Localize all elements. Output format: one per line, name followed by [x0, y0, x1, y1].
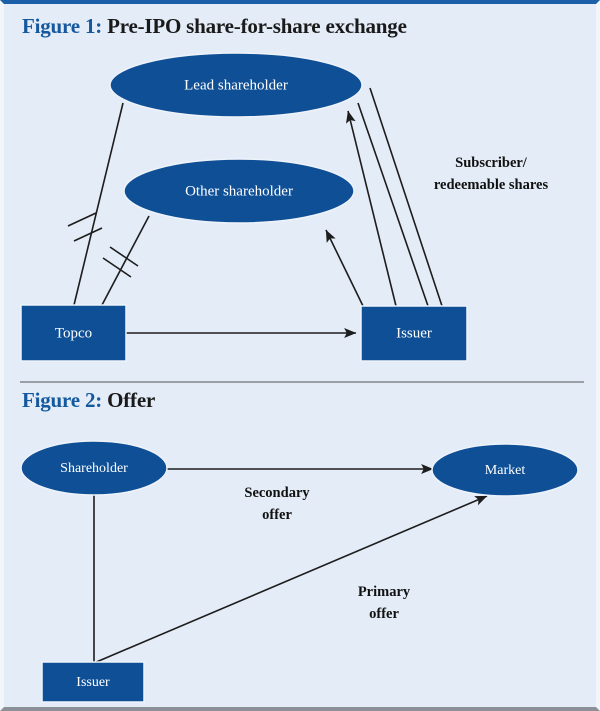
node-market[interactable]: Market [431, 443, 579, 497]
node-topco[interactable]: Topco [20, 304, 127, 362]
node-shareholder[interactable]: Shareholder [20, 440, 168, 496]
figure-1-title: Figure 1: Pre-IPO share-for-share exchan… [22, 14, 407, 39]
diagram-canvas: Lead shareholder Other shareholder Topco… [20, 52, 579, 703]
node-lead-shareholder[interactable]: Lead shareholder [109, 52, 363, 118]
node-issuer-figure1[interactable]: Issuer [360, 305, 468, 362]
figure-2-title: Figure 2: Offer [22, 388, 155, 413]
label-subscriber-line2: redeemable shares [434, 177, 549, 193]
label-primary-offer: Primary offer [358, 584, 411, 622]
label-subscriber-line1: Subscriber/ [455, 155, 528, 171]
node-lead-shareholder-label: Lead shareholder [184, 77, 288, 93]
edge-issuer-to-lead-shareholder [346, 110, 397, 307]
label-secondary-offer: Secondary offer [244, 485, 310, 523]
edge-subscriber-redeemable-shares [357, 87, 443, 307]
node-other-shareholder-label: Other shareholder [185, 183, 293, 199]
edge-topco-to-lead-shareholder [67, 102, 124, 306]
figure-2-number: Figure 2: [22, 388, 103, 412]
figure-divider [20, 381, 584, 383]
node-issuer-figure1-label: Issuer [396, 325, 432, 341]
node-shareholder-label: Shareholder [60, 461, 128, 476]
node-issuer-figure2-label: Issuer [76, 675, 110, 690]
figure-2-title-text: Offer [107, 388, 156, 412]
node-issuer-figure2[interactable]: Issuer [41, 661, 145, 703]
label-primary-line2: offer [369, 606, 399, 622]
figure-1-title-text: Pre-IPO share-for-share exchange [107, 14, 407, 38]
node-topco-label: Topco [55, 325, 92, 341]
label-primary-line1: Primary [358, 584, 411, 600]
label-secondary-line2: offer [262, 507, 292, 523]
figure-1-number: Figure 1: [22, 14, 103, 38]
edge-issuer-to-market [93, 495, 488, 664]
label-secondary-line1: Secondary [244, 485, 310, 501]
node-market-label: Market [485, 463, 526, 478]
edge-issuer-to-other-shareholder [325, 229, 364, 307]
edge-topco-to-other-shareholder [101, 215, 150, 306]
label-subscriber-redeemable-shares: Subscriber/ redeemable shares [434, 155, 549, 193]
node-other-shareholder[interactable]: Other shareholder [123, 158, 355, 224]
